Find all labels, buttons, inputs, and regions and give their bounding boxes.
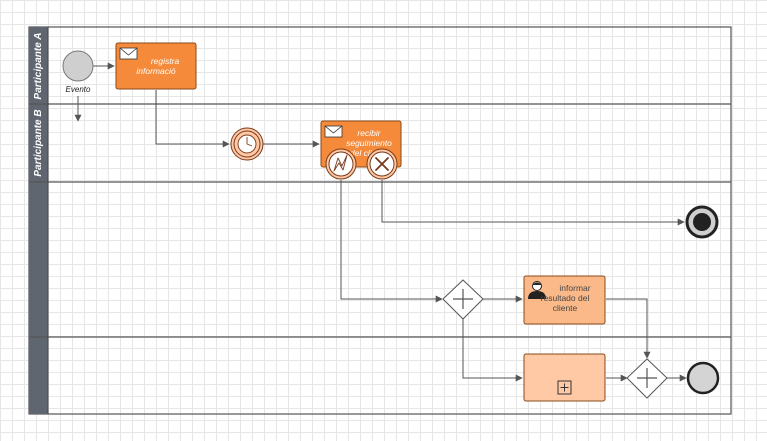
- pool-header: [29, 27, 48, 414]
- end-event[interactable]: [686, 361, 720, 395]
- task-informar-resultado[interactable]: informar resultado del cliente: [523, 275, 606, 325]
- subprocess-plus-icon: [557, 380, 572, 395]
- parallel-gateway-split[interactable]: [442, 279, 484, 320]
- timer-icon: [237, 134, 257, 154]
- start-event[interactable]: [62, 50, 94, 82]
- task-registra-line1: registra: [151, 56, 180, 66]
- parallel-gateway-icon: [453, 289, 473, 309]
- timer-event[interactable]: [230, 127, 264, 161]
- flow-registra-to-timer[interactable]: [155, 90, 230, 148]
- cancel-icon: [375, 157, 389, 171]
- parallel-gateway-join[interactable]: [626, 358, 668, 399]
- task-recibir-line3: del cliente: [350, 148, 389, 158]
- user-icon: [528, 281, 546, 299]
- flow-gateway-to-subprocess[interactable]: [462, 319, 523, 382]
- envelope-icon: [324, 125, 343, 138]
- parallel-gateway-icon: [637, 368, 657, 388]
- terminate-end-event[interactable]: [685, 205, 719, 239]
- lane-label-participante-b: Participante B: [33, 109, 44, 176]
- flow-cancel-to-end[interactable]: [381, 180, 685, 226]
- flow-error-to-gateway[interactable]: [340, 180, 443, 303]
- task-informar-line3: cliente: [553, 303, 578, 313]
- start-event-label: Evento: [66, 85, 91, 94]
- flow-informar-to-join[interactable]: [606, 298, 651, 359]
- envelope-icon: [119, 47, 138, 60]
- task-informar-line2: resultado del: [541, 293, 590, 303]
- lane-label-participante-a: Participante A: [33, 33, 44, 100]
- task-registra-line2: informació: [136, 66, 175, 76]
- task-recibir-line2: seguimiento: [346, 138, 392, 148]
- task-recibir-line1: recibir: [357, 128, 381, 138]
- lightning-icon: [333, 154, 348, 172]
- boundary-cancel-event[interactable]: [366, 148, 398, 180]
- boundary-error-event[interactable]: [325, 148, 357, 180]
- task-informar-line1: informar: [559, 283, 590, 293]
- task-registra-informacion[interactable]: registra informació: [115, 42, 197, 90]
- collapsed-subprocess[interactable]: [523, 353, 606, 402]
